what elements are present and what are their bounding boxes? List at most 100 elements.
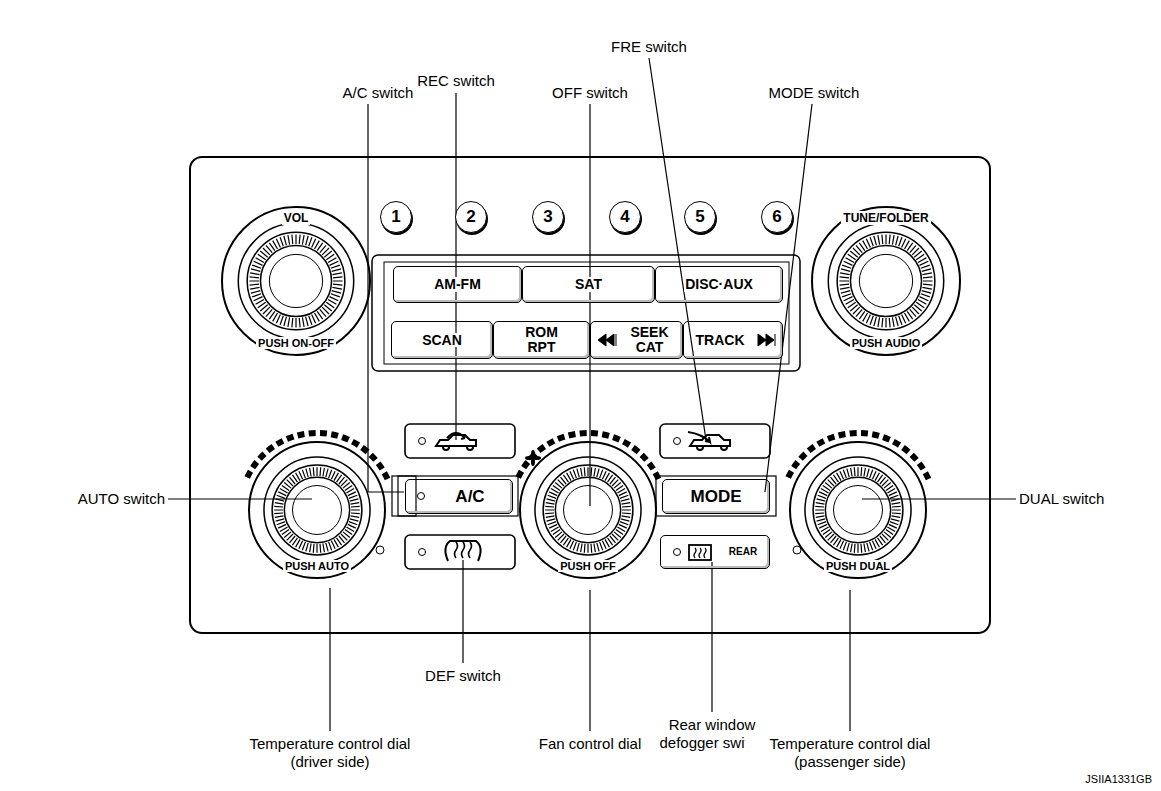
preset-button: 1	[380, 201, 412, 233]
button-label: ROM RPT	[520, 325, 564, 354]
button-label: 4	[620, 207, 629, 227]
knob-ring	[828, 223, 943, 338]
def-button	[405, 535, 515, 569]
push-button: A/C	[405, 479, 513, 514]
led	[674, 549, 681, 556]
knob-cap	[825, 477, 890, 542]
push-button: SAT	[522, 266, 655, 303]
button-label: DISC·AUX	[684, 277, 754, 292]
callout-label: FRE switch	[611, 38, 687, 56]
preset-button: 2	[455, 201, 487, 233]
knob-cap	[284, 477, 349, 542]
control-knob: VOLPUSH ON-OFF	[222, 207, 370, 355]
leader-line	[765, 104, 812, 492]
callout-label: OFF switch	[552, 84, 628, 102]
callout-label: DEF switch	[425, 667, 501, 685]
mode-bezel	[656, 476, 776, 516]
button-label: SCAN	[421, 333, 463, 348]
leader-line	[168, 498, 312, 499]
button-label: MODE	[690, 488, 743, 506]
callout-label: DUAL switch	[1019, 490, 1104, 508]
push-button: AM-FM	[393, 266, 522, 303]
knob-cap-inner	[293, 486, 342, 535]
knob-bezel	[790, 442, 926, 578]
knob-knurling	[274, 467, 360, 553]
callout-label: REC switch	[417, 72, 495, 90]
control-knob: PUSH AUTO	[249, 442, 385, 578]
knob-ring	[805, 457, 911, 563]
indicator-led	[376, 546, 384, 554]
knob-rim	[837, 232, 935, 330]
button-label: 2	[466, 207, 475, 227]
knob-cap-inner	[834, 486, 883, 535]
audio-bezel	[372, 255, 800, 371]
knob-ring	[238, 223, 353, 338]
push-button: SCAN	[391, 321, 493, 359]
leader-line	[862, 498, 1016, 499]
push-button: MODE	[662, 479, 770, 514]
indicator-led	[793, 546, 801, 554]
rear-defogger-icon	[689, 545, 711, 560]
callout-label: Fan control dial	[539, 735, 642, 753]
ac-bezel	[392, 476, 416, 516]
preset-button: 5	[684, 201, 716, 233]
knob-bezel	[222, 207, 370, 355]
button-label: 6	[772, 207, 781, 227]
button-label: TRACK	[695, 333, 746, 348]
preset-button: 4	[609, 201, 641, 233]
defroster-waves	[455, 542, 472, 558]
push-button: TRACK	[683, 321, 783, 359]
led	[418, 493, 425, 500]
leader-line	[711, 562, 712, 712]
callout-label: A/C switch	[343, 84, 414, 102]
leader-line	[649, 58, 706, 440]
leader-line	[849, 590, 850, 731]
scale-arc	[518, 433, 658, 479]
rear-defogger-waves	[694, 548, 706, 558]
button-label: 1	[391, 207, 400, 227]
leader-line	[329, 588, 330, 731]
scale-arc	[788, 433, 928, 479]
fre-button	[660, 424, 770, 458]
knob-knurling	[839, 234, 932, 327]
seek-icon	[598, 334, 616, 346]
defroster-icon	[445, 541, 480, 561]
button-label: 5	[695, 207, 704, 227]
knob-bezel	[812, 207, 960, 355]
callout-label: Temperature control dial (driver side)	[232, 735, 428, 771]
rec-button	[405, 424, 515, 458]
leader-line	[589, 104, 590, 506]
knob-rim	[247, 232, 345, 330]
knob-knurling	[815, 467, 901, 553]
led	[419, 549, 426, 556]
scale-arc	[247, 433, 387, 479]
knob-cap	[850, 245, 921, 316]
control-knob: PUSH OFF	[520, 442, 656, 578]
button-label: SEEK CAT	[627, 325, 673, 354]
leader-line	[589, 590, 590, 731]
knob-rim	[813, 465, 903, 555]
knob-label: TUNE/FOLDER	[841, 211, 930, 225]
ac-bezel-outer	[398, 476, 518, 516]
button-label: REAR	[728, 547, 758, 558]
knob-label: VOL	[282, 211, 311, 225]
knob-cap-inner	[269, 254, 322, 307]
button-label: A/C	[454, 488, 485, 506]
push-button: REAR	[660, 535, 770, 569]
preset-button: 6	[761, 201, 793, 233]
push-button: DISC·AUX	[655, 266, 783, 303]
knob-label: PUSH AUDIO	[850, 337, 923, 349]
callout-label: MODE switch	[769, 84, 860, 102]
knob-bezel	[249, 442, 385, 578]
button-label: SAT	[574, 277, 603, 292]
button-label: 3	[543, 207, 552, 227]
push-button: SEEK CAT	[590, 321, 683, 359]
knob-cap-inner	[564, 486, 613, 535]
knob-knurling	[249, 234, 342, 327]
led	[674, 438, 681, 445]
button-label: AM-FM	[433, 277, 482, 292]
knob-ring	[535, 457, 641, 563]
callout-label: Temperature control dial (passenger side…	[745, 735, 955, 771]
